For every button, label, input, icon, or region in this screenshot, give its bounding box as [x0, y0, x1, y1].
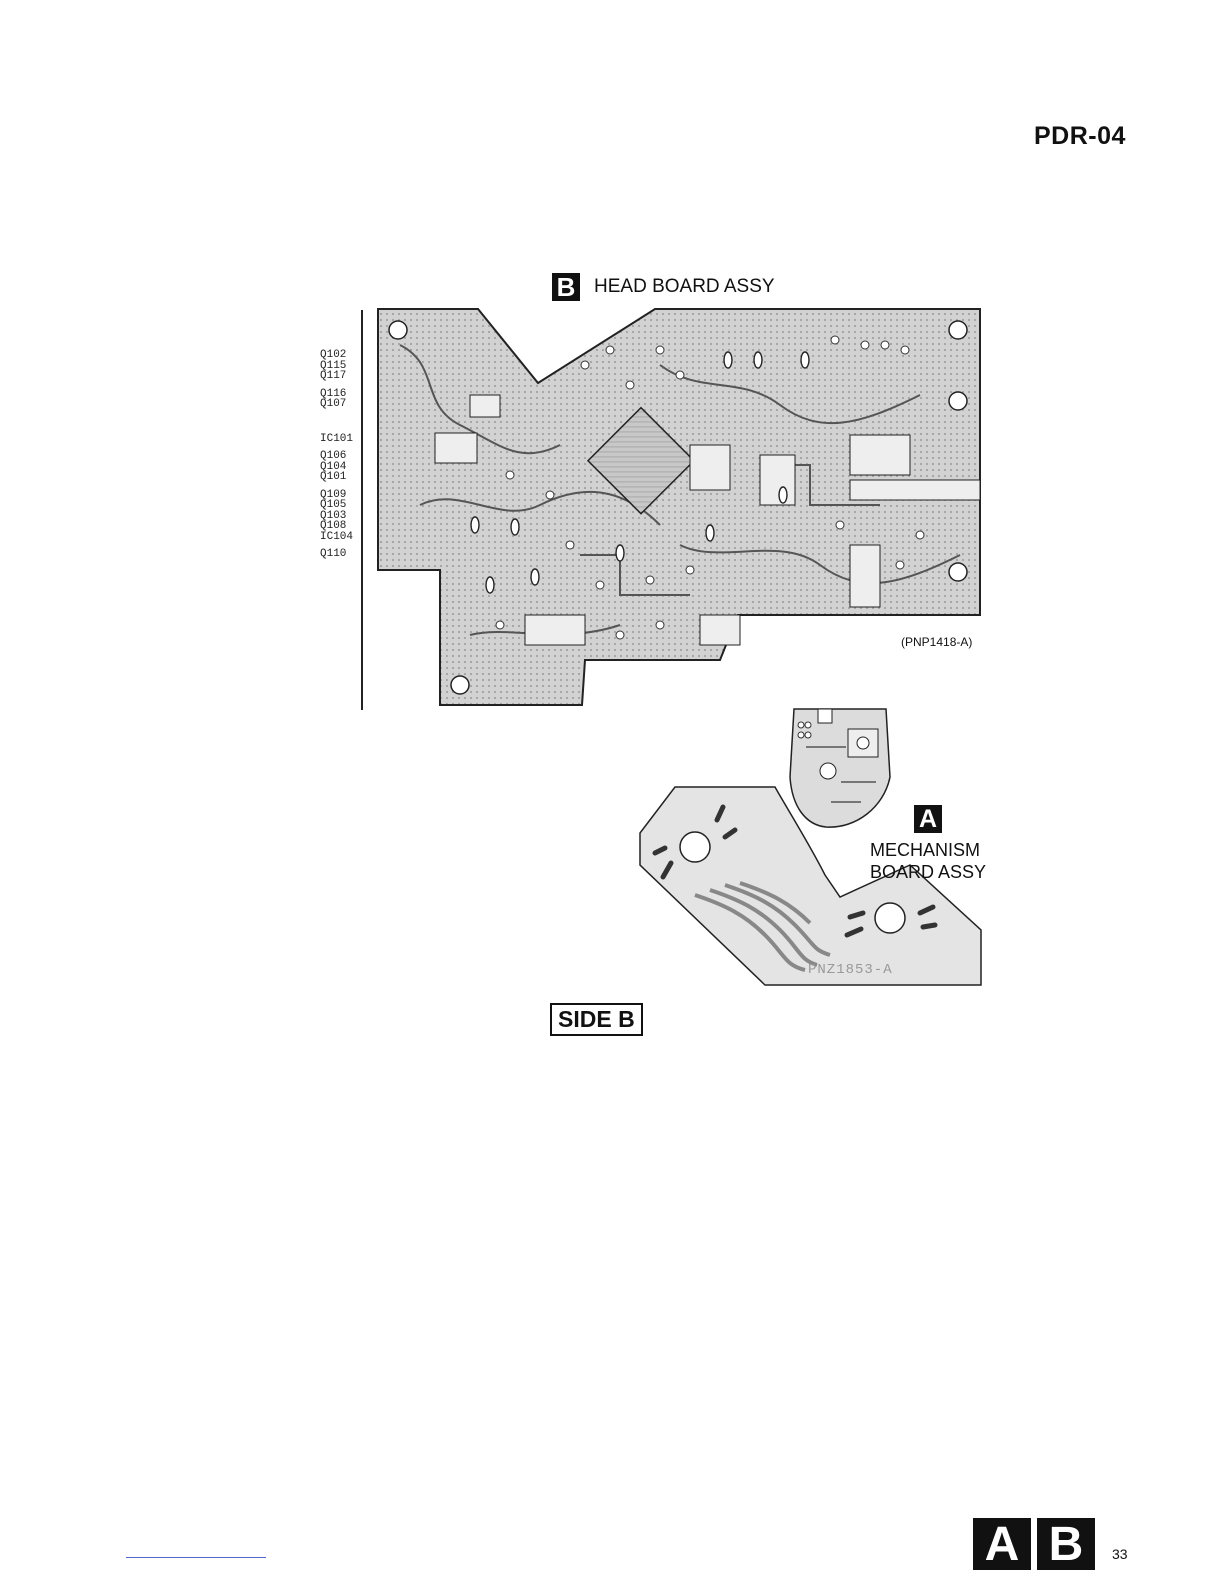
ref-item: Q101: [320, 472, 353, 483]
head-board-label: HEAD BOARD ASSY: [594, 276, 775, 298]
mechanism-board-label-line2: BOARD ASSY: [870, 861, 986, 883]
ref-list: Q102 Q115 Q117 Q116 Q107 IC101 Q106 Q104…: [320, 350, 353, 560]
head-board-code: (PNP1418-A): [901, 635, 972, 649]
ref-item: IC104: [320, 532, 353, 543]
mechanism-board-code: PNZ1853-A: [808, 962, 893, 978]
side-label: SIDE B: [550, 1003, 643, 1036]
ref-item: Q108: [320, 521, 353, 532]
ref-item: Q102: [320, 350, 353, 361]
ref-item: Q106: [320, 451, 353, 462]
mechanism-board-badge: A: [914, 805, 942, 833]
mechanism-board-title: A MECHANISM BOARD ASSY: [870, 805, 986, 883]
head-board-pcb-diagram: [360, 305, 990, 715]
head-board-badge: B: [552, 273, 580, 301]
mechanism-board-label-line1: MECHANISM: [870, 839, 986, 861]
footer-badge-b: B: [1037, 1518, 1095, 1570]
ref-item: Q110: [320, 549, 353, 560]
model-number: PDR-04: [1034, 122, 1126, 151]
head-board-title: B HEAD BOARD ASSY: [552, 272, 775, 302]
footer-badge-a: A: [973, 1518, 1031, 1570]
ref-item: Q117: [320, 371, 353, 382]
footer-badges: A B: [973, 1518, 1095, 1570]
page-number: 33: [1112, 1546, 1128, 1562]
ref-item: Q107: [320, 399, 353, 410]
ref-item: IC101: [320, 434, 353, 445]
ref-item: Q105: [320, 500, 353, 511]
footer-rule: [126, 1557, 266, 1558]
